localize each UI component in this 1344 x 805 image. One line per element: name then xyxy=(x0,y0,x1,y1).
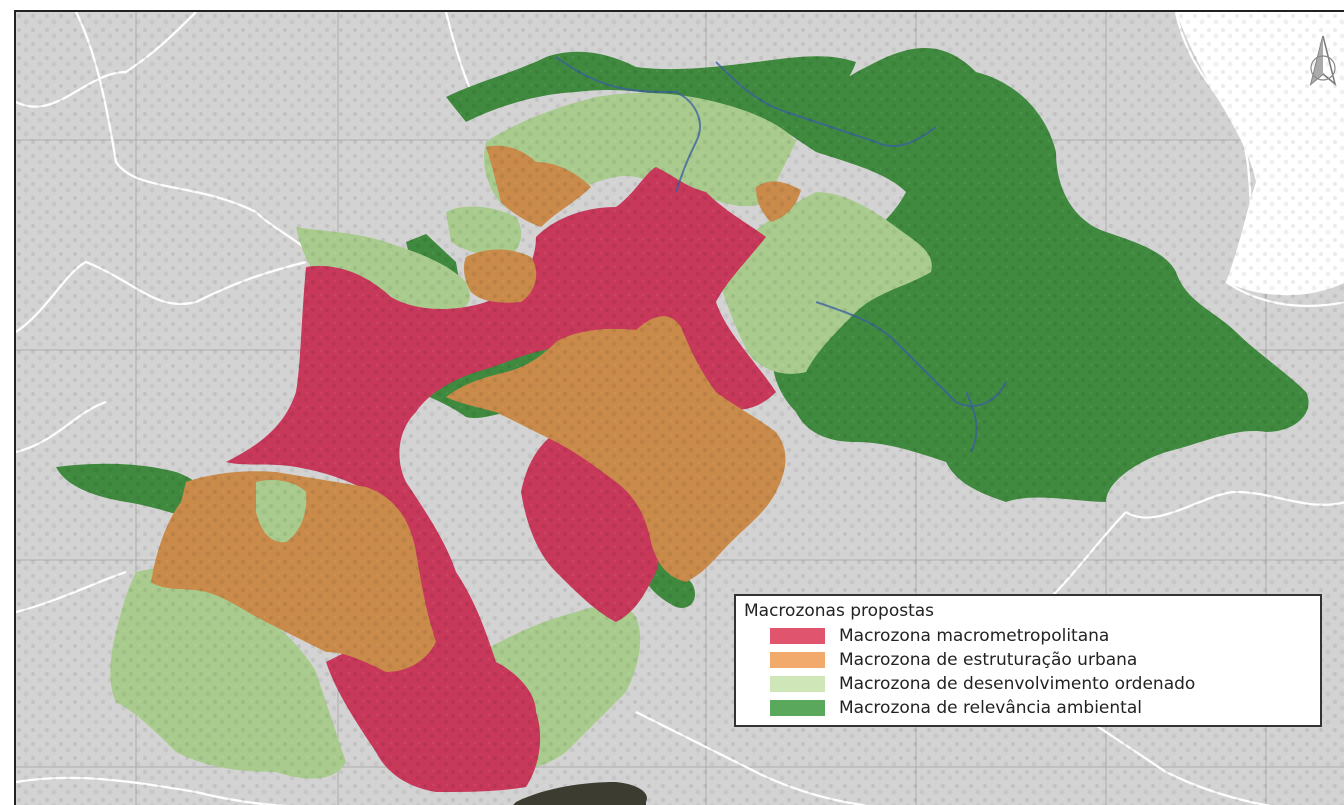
reservoir-patch xyxy=(513,782,647,805)
legend-item-desenvolvimento-ordenado: Macrozona de desenvolvimento ordenado xyxy=(770,672,1312,696)
legend-item-relevancia-ambiental: Macrozona de relevância ambiental xyxy=(770,696,1312,720)
legend-label: Macrozona de relevância ambiental xyxy=(839,698,1142,718)
legend-swatch xyxy=(770,628,825,644)
north-arrow-icon xyxy=(1309,35,1337,87)
legend-item-macrometropolitana: Macrozona macrometropolitana xyxy=(770,624,1312,648)
legend-item-estruturacao-urbana: Macrozona de estruturação urbana xyxy=(770,648,1312,672)
legend-title: Macrozonas propostas xyxy=(744,601,935,621)
legend-label: Macrozona de estruturação urbana xyxy=(839,650,1138,670)
legend-swatch xyxy=(770,676,825,692)
legend-label: Macrozona de desenvolvimento ordenado xyxy=(839,674,1196,694)
map-legend: Macrozonas propostas Macrozona macrometr… xyxy=(734,594,1322,727)
map-frame[interactable]: Macrozonas propostas Macrozona macrometr… xyxy=(14,10,1344,805)
legend-swatch xyxy=(770,700,825,716)
legend-swatch xyxy=(770,652,825,668)
legend-label: Macrozona macrometropolitana xyxy=(839,626,1110,646)
